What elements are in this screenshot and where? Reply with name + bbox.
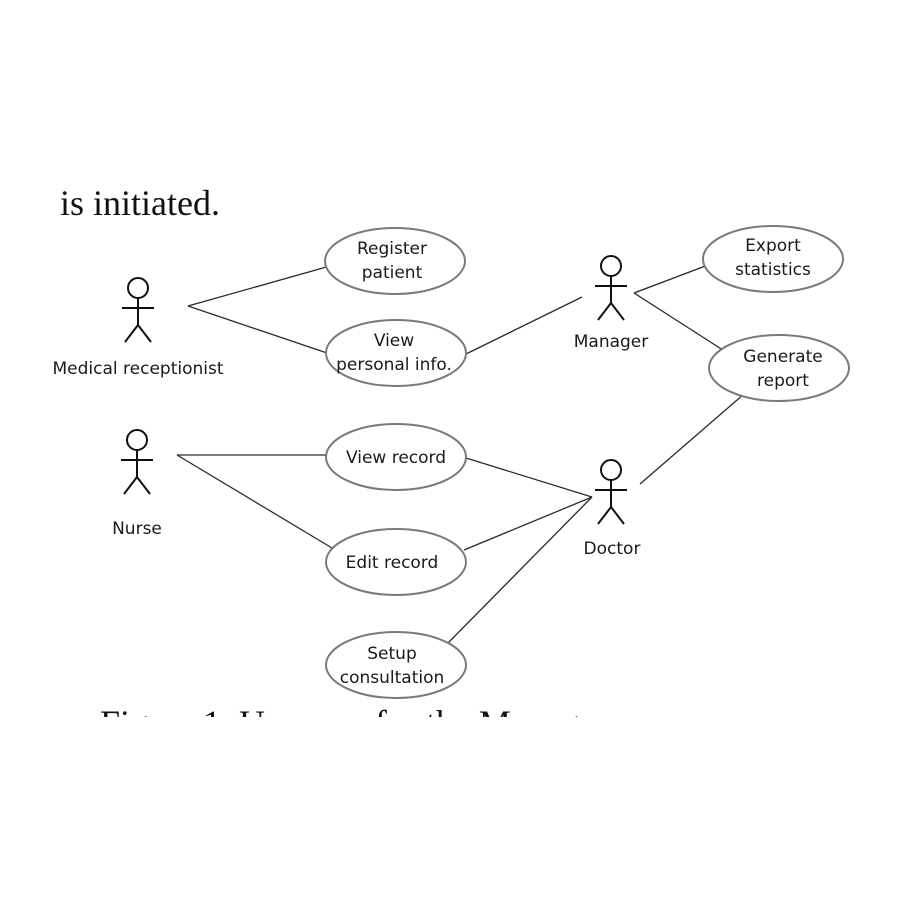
stick-figure-icon bbox=[122, 277, 154, 343]
actor-label: Nurse bbox=[112, 519, 162, 539]
stick-figure-icon bbox=[121, 429, 153, 495]
figure-caption: Figure 1. Use case for the Manager bbox=[100, 703, 607, 743]
use-case-label-line-2: personal info. bbox=[336, 355, 452, 375]
use-case-label-line-2: statistics bbox=[735, 260, 811, 280]
actor-label: Doctor bbox=[584, 539, 641, 559]
assoc-doctor-setup-consultation bbox=[445, 496, 593, 646]
use-case-generate-report[interactable]: Generate report bbox=[708, 334, 850, 402]
assoc-nurse-edit-record bbox=[176, 454, 333, 549]
associations bbox=[176, 264, 745, 646]
use-case-label: Edit record bbox=[346, 553, 439, 573]
use-case-export-statistics[interactable]: Export statistics bbox=[702, 225, 844, 293]
actor-medical-receptionist[interactable]: Medical receptionist bbox=[52, 277, 224, 379]
assoc-doctor-view-record bbox=[465, 457, 593, 498]
top-text-fragment: is initiated. bbox=[60, 183, 220, 223]
assoc-receptionist-register-patient bbox=[187, 265, 331, 307]
figure-caption-clipped: Figure 1. Use case for the Manager bbox=[100, 703, 607, 743]
use-case-register-patient[interactable]: Register patient bbox=[324, 227, 466, 295]
assoc-manager-export-statistics bbox=[633, 264, 709, 294]
actor-nurse[interactable]: Nurse bbox=[112, 429, 162, 539]
actor-doctor[interactable]: Doctor bbox=[584, 459, 641, 559]
use-case-label-line-1: Export bbox=[745, 236, 801, 256]
use-case-view-record[interactable]: View record bbox=[325, 423, 467, 491]
assoc-doctor-edit-record bbox=[463, 496, 593, 551]
stick-figure-icon bbox=[595, 255, 627, 321]
assoc-doctor-generate-report bbox=[639, 393, 745, 485]
actor-manager[interactable]: Manager bbox=[574, 255, 649, 352]
assoc-manager-view-personal-info bbox=[465, 296, 583, 355]
assoc-manager-generate-report bbox=[633, 292, 727, 353]
assoc-receptionist-view-personal-info bbox=[187, 305, 331, 355]
use-case-setup-consultation[interactable]: Setup consultation bbox=[325, 631, 467, 699]
use-case-label: View record bbox=[346, 448, 446, 468]
use-case-label-line-2: report bbox=[757, 371, 809, 391]
use-case-label-line-2: consultation bbox=[340, 668, 445, 688]
actor-label: Manager bbox=[574, 332, 649, 352]
use-case-edit-record[interactable]: Edit record bbox=[325, 528, 467, 596]
actor-label: Medical receptionist bbox=[52, 359, 223, 379]
use-case-label-line-1: Register bbox=[357, 239, 427, 259]
use-case-view-personal-info[interactable]: View personal info. bbox=[325, 319, 467, 387]
use-case-label-line-1: Generate bbox=[743, 347, 822, 367]
use-case-label-line-2: patient bbox=[362, 263, 423, 283]
stick-figure-icon bbox=[595, 459, 627, 525]
use-case-label-line-1: View bbox=[374, 331, 414, 351]
use-case-label-line-1: Setup bbox=[367, 644, 416, 664]
